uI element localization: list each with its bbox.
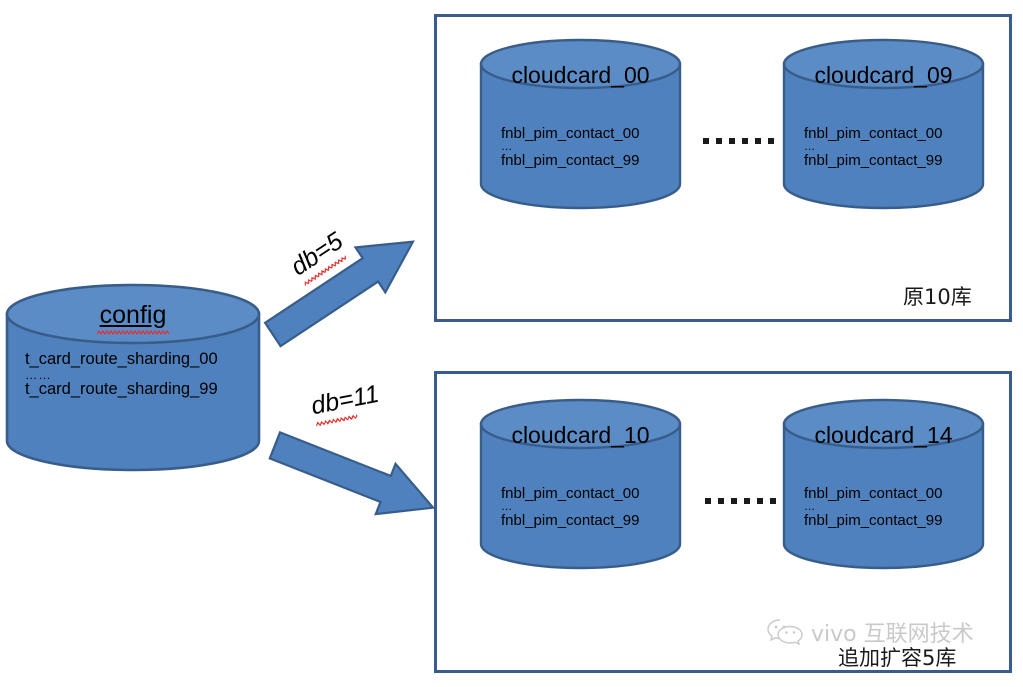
ellipsis-dot [770,498,776,504]
arrow-label-text: db=11 [308,379,382,421]
group-box-original-10-databases [434,14,1012,322]
ellipsis-dot [768,138,774,144]
arrow-label-db-11: db=11 [308,379,382,427]
database-cylinder-cloudcard-00[interactable]: cloudcard_00 fnbl_pim_contact_00 … fnbl_… [479,38,682,210]
ellipsis-dot [755,138,761,144]
database-cylinder-cloudcard-10[interactable]: cloudcard_10 fnbl_pim_contact_00 … fnbl_… [479,398,682,570]
group-box-added-5-databases [434,371,1012,673]
ellipsis-dot [757,498,763,504]
ellipsis-dot [705,498,711,504]
ellipsis-dot [729,138,735,144]
ellipsis-dot [718,498,724,504]
ellipsis-dot [716,138,722,144]
group-label-original-10-databases: 原10库 [903,285,972,309]
cylinder-shape [479,38,682,210]
database-cylinder-cloudcard-14[interactable]: cloudcard_14 fnbl_pim_contact_00 … fnbl_… [782,398,985,570]
ellipsis-dot [731,498,737,504]
ellipsis-added-databases [705,498,776,504]
arrow-shape [268,430,436,516]
cylinder-shape [782,398,985,570]
ellipsis-dot [744,498,750,504]
database-cylinder-config[interactable]: config t_card_route_sharding_00 …… t_car… [5,283,261,473]
arrow-db-5 [257,218,430,359]
cylinder-shape [479,398,682,570]
arrow-db-11 [264,419,445,534]
database-cylinder-cloudcard-09[interactable]: cloudcard_09 fnbl_pim_contact_00 … fnbl_… [782,38,985,210]
ellipsis-original-databases [703,138,774,144]
ellipsis-dot [703,138,709,144]
group-label-added-5-databases: 追加扩容5库 [838,646,957,670]
arrow-shape [263,240,415,348]
ellipsis-dot [742,138,748,144]
cylinder-shape [5,283,261,472]
cylinder-shape [782,38,985,210]
